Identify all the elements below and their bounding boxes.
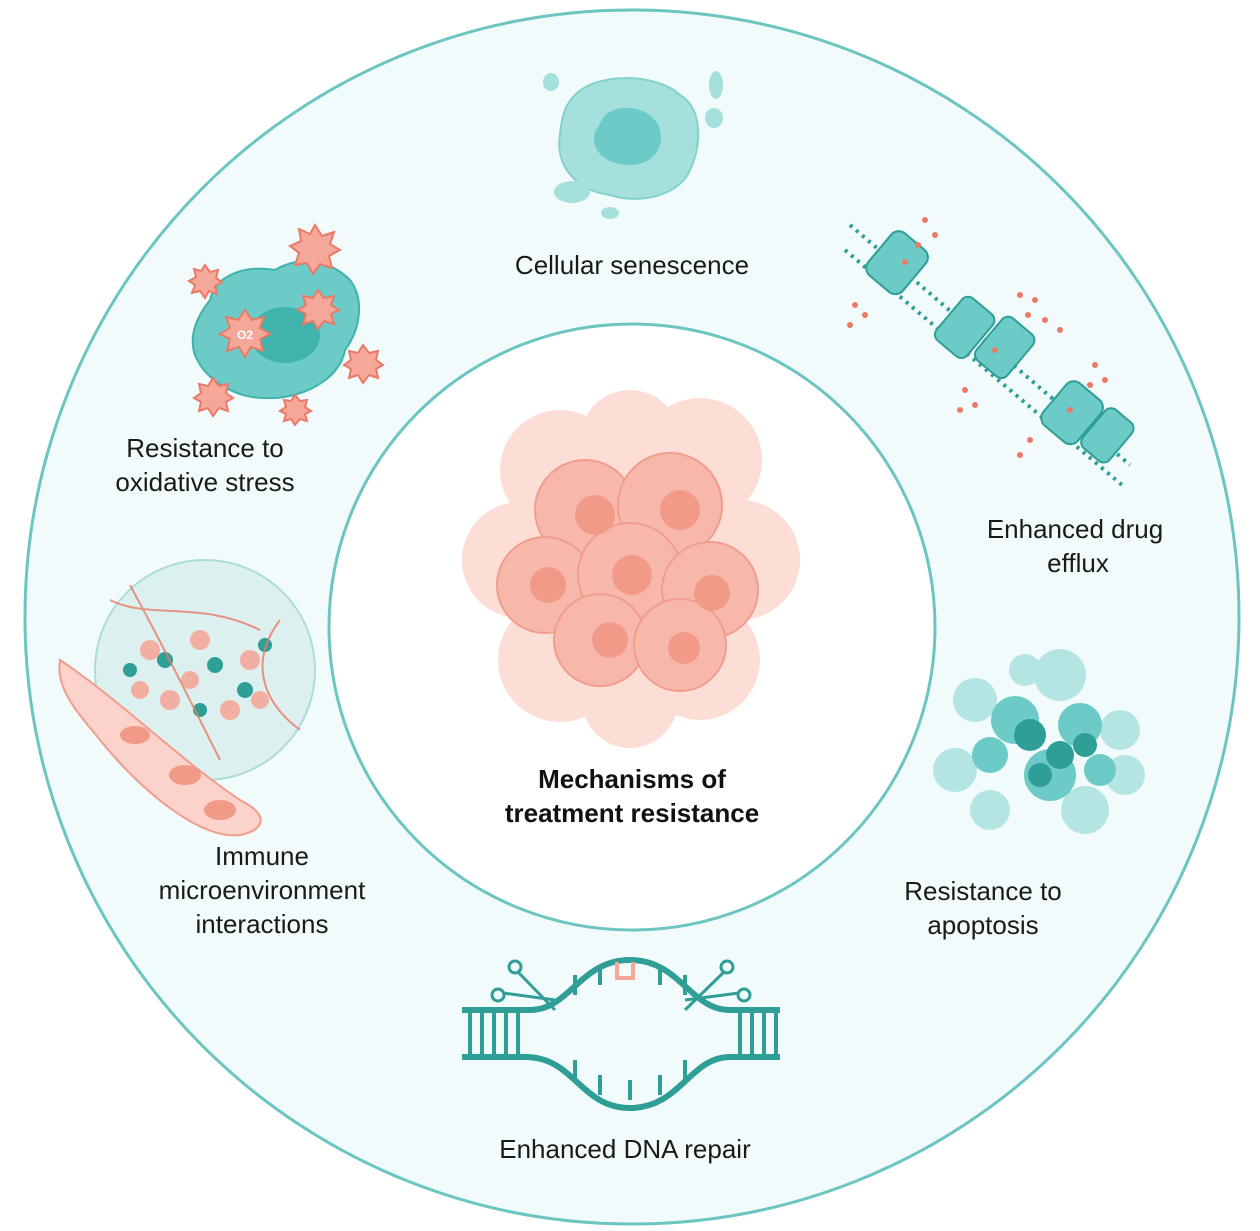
center-title-line2: treatment resistance	[505, 798, 759, 828]
label-apoptosis-line1: Resistance to	[904, 876, 1062, 906]
label-cellular-senescence: Cellular senescence	[515, 250, 749, 280]
oxidative-stress-cell-icon	[187, 223, 385, 427]
label-oxidative-line1: Resistance to	[126, 433, 284, 463]
center-title-line1: Mechanisms of	[538, 764, 726, 794]
senescent-cell-icon	[543, 71, 723, 219]
label-immune-line2: microenvironment	[159, 875, 366, 905]
immune-microenvironment-icon	[58, 559, 316, 837]
label-apoptosis-line2: apoptosis	[927, 910, 1038, 940]
tumor-cluster-icon	[462, 390, 800, 748]
drug-efflux-membrane-icon	[843, 217, 1135, 487]
label-oxidative-line2: oxidative stress	[115, 467, 294, 497]
label-immune-line1: Immune	[215, 841, 309, 871]
label-dna-repair: Enhanced DNA repair	[499, 1134, 751, 1164]
o2-label: O2	[237, 328, 253, 342]
apoptotic-cell-icon	[933, 649, 1145, 834]
label-immune-line3: interactions	[196, 909, 329, 939]
dna-repair-icon	[462, 956, 780, 1112]
label-drug-efflux-line1: Enhanced drug	[987, 514, 1163, 544]
label-drug-efflux-line2: efflux	[1047, 548, 1109, 578]
